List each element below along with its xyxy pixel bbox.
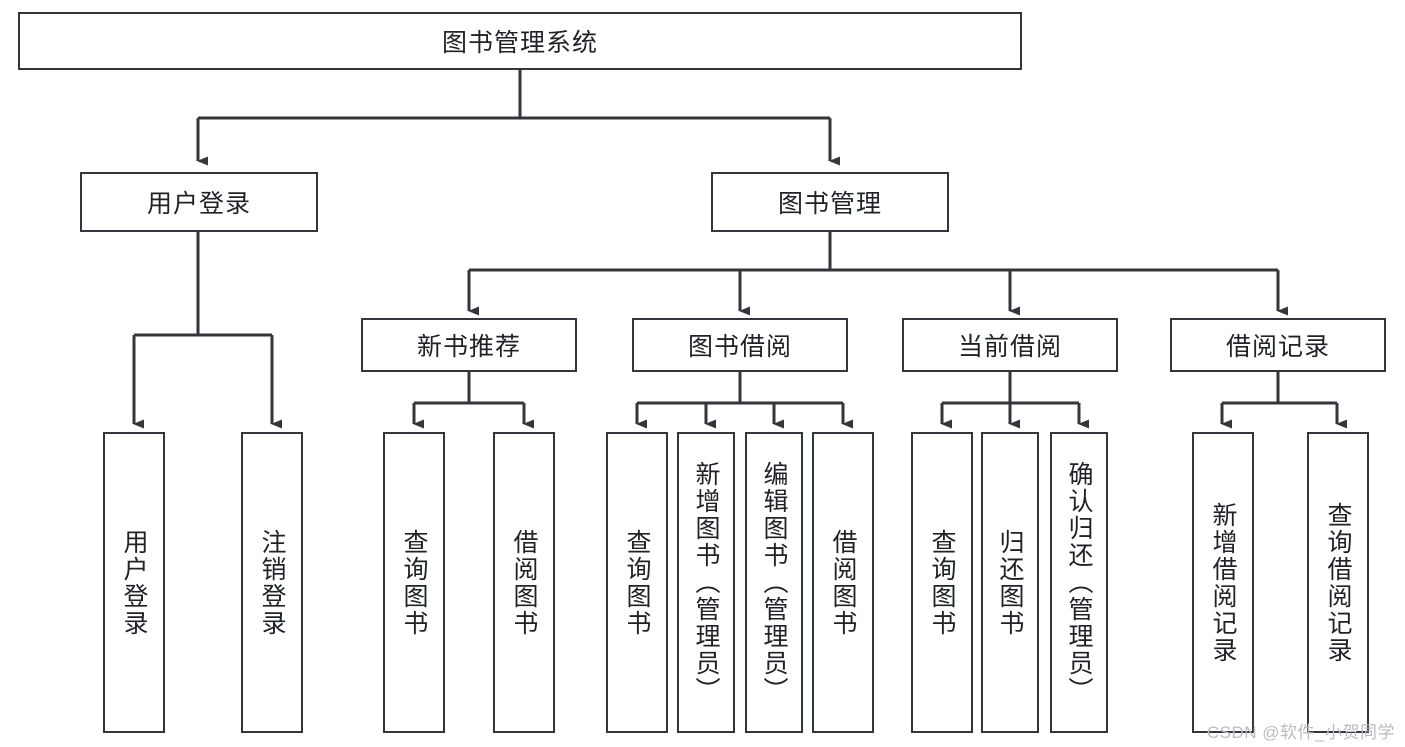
node-label: 查询图书 bbox=[400, 528, 428, 637]
node-user-login[interactable]: 用户登录 bbox=[80, 172, 318, 232]
node-leaf-query-book-recommend[interactable]: 查询图书 bbox=[383, 432, 445, 733]
node-label: 图书借阅 bbox=[687, 333, 792, 361]
node-label: 注销登录 bbox=[258, 528, 286, 637]
csdn-watermark: CSDN @软件_小贺同学 bbox=[1206, 723, 1395, 742]
node-label: 编辑图书（管理员） bbox=[760, 461, 788, 704]
node-label: 查询图书 bbox=[928, 528, 956, 637]
node-current-borrow[interactable]: 当前借阅 bbox=[902, 318, 1118, 372]
node-label: 当前借阅 bbox=[957, 333, 1062, 361]
node-label: 图书管理系统 bbox=[441, 29, 598, 57]
node-leaf-return-book[interactable]: 归还图书 bbox=[981, 432, 1039, 733]
node-book-management[interactable]: 图书管理 bbox=[711, 172, 949, 232]
node-label: 借阅记录 bbox=[1225, 333, 1330, 361]
node-leaf-borrow-book[interactable]: 借阅图书 bbox=[812, 432, 874, 733]
node-label: 新增图书（管理员） bbox=[692, 461, 720, 704]
node-leaf-query-book-current[interactable]: 查询图书 bbox=[911, 432, 973, 733]
node-book-borrow[interactable]: 图书借阅 bbox=[632, 318, 848, 372]
node-label: 借阅图书 bbox=[829, 528, 857, 637]
node-borrow-record[interactable]: 借阅记录 bbox=[1170, 318, 1386, 372]
node-label: 用户登录 bbox=[120, 528, 148, 637]
node-label: 确认归还（管理员） bbox=[1065, 461, 1093, 704]
node-leaf-user-login[interactable]: 用户登录 bbox=[103, 432, 165, 733]
node-leaf-query-book-borrow[interactable]: 查询图书 bbox=[606, 432, 668, 733]
node-leaf-edit-book[interactable]: 编辑图书（管理员） bbox=[745, 432, 803, 733]
node-leaf-add-book[interactable]: 新增图书（管理员） bbox=[677, 432, 735, 733]
node-label: 新增借阅记录 bbox=[1209, 501, 1237, 664]
node-leaf-query-borrow-record[interactable]: 查询借阅记录 bbox=[1307, 432, 1369, 733]
node-new-book-recommend[interactable]: 新书推荐 bbox=[361, 318, 577, 372]
node-leaf-borrow-book-recommend[interactable]: 借阅图书 bbox=[493, 432, 555, 733]
node-label: 借阅图书 bbox=[510, 528, 538, 637]
node-label: 归还图书 bbox=[996, 528, 1024, 637]
node-label: 查询借阅记录 bbox=[1324, 501, 1352, 664]
node-label: 图书管理 bbox=[777, 190, 882, 218]
node-leaf-add-borrow-record[interactable]: 新增借阅记录 bbox=[1192, 432, 1254, 733]
node-leaf-logout-login[interactable]: 注销登录 bbox=[241, 432, 303, 733]
node-leaf-confirm-return[interactable]: 确认归还（管理员） bbox=[1050, 432, 1108, 733]
node-label: 用户登录 bbox=[146, 190, 251, 218]
node-label: 查询图书 bbox=[623, 528, 651, 637]
node-label: 新书推荐 bbox=[416, 333, 521, 361]
node-root-book-management-system[interactable]: 图书管理系统 bbox=[18, 12, 1022, 70]
